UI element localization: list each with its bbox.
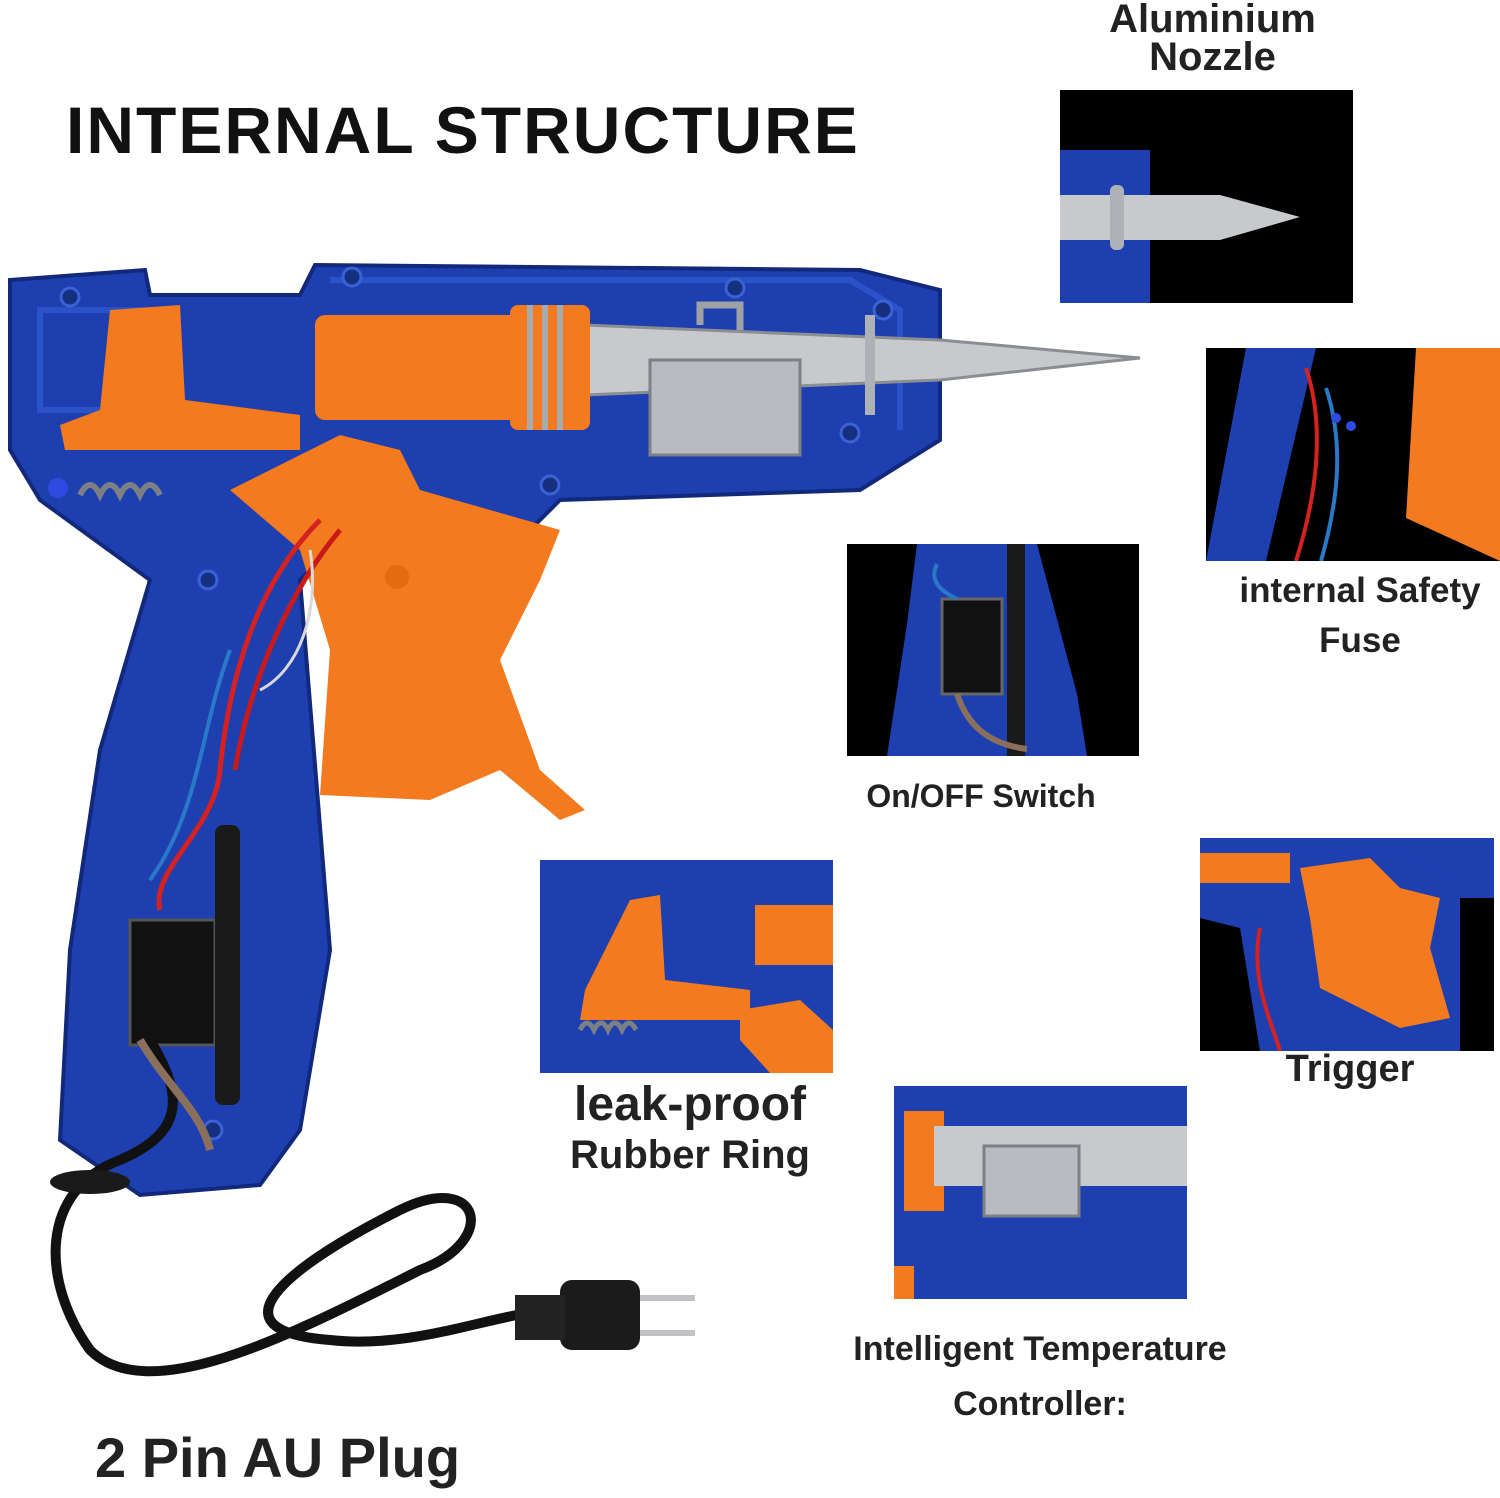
temp-label: Intelligent Temperature Controller:: [840, 1322, 1240, 1432]
trigger-part: [230, 435, 585, 820]
glue-gun-illustration: [0, 250, 1150, 1410]
fuse-label-line1: internal Safety: [1239, 571, 1481, 610]
ring-label: leak-proof Rubber Ring: [540, 1080, 840, 1180]
nozzle-label-line2: Nozzle: [1149, 35, 1276, 79]
plug-body: [560, 1280, 640, 1350]
temp-inset: [894, 1086, 1187, 1299]
temp-label-line2: Controller:: [953, 1385, 1127, 1423]
plug-label: 2 Pin AU Plug: [95, 1426, 461, 1489]
trigger-inset: [1200, 838, 1494, 1051]
ring-inset: [540, 860, 833, 1073]
fuse-inset: [1206, 348, 1500, 561]
trigger-label: Trigger: [1285, 1048, 1415, 1090]
nozzle-label-line1: Aluminium: [1109, 0, 1316, 41]
temp-label-line1: Intelligent Temperature: [853, 1330, 1227, 1368]
nozzle-inset: [1060, 90, 1353, 303]
fuse-label: internal Safety Fuse: [1210, 566, 1500, 666]
switch-inset: [847, 544, 1139, 756]
ring-label-line2: Rubber Ring: [570, 1133, 810, 1177]
switch-label: On/OFF Switch: [866, 778, 1096, 814]
fuse-label-line2: Fuse: [1319, 621, 1401, 660]
nozzle-label: Aluminium Nozzle: [1080, 0, 1345, 79]
page-title: INTERNAL STRUCTURE: [66, 93, 860, 167]
ring-label-line1: leak-proof: [573, 1078, 807, 1131]
